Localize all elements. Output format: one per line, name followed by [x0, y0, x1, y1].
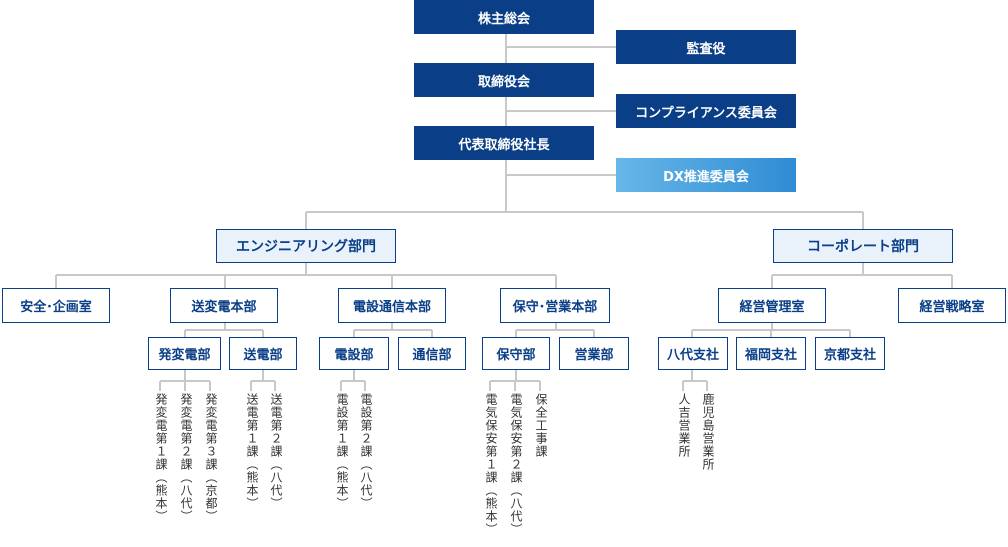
safety-planning-office-box: 安全･企画室	[2, 288, 110, 323]
unit-label: 鹿児島営業所	[701, 393, 715, 471]
communication-dept-box: 通信部	[398, 337, 466, 370]
unit-label: 送電第１課（熊本）	[245, 393, 259, 510]
fukuoka-branch-box: 福岡支社	[736, 337, 806, 370]
corporate-division-box: コーポレート部門	[773, 229, 953, 263]
board-box: 取締役会	[414, 63, 594, 97]
kyoto-branch-box: 京都支社	[815, 337, 885, 370]
unit-label: 送電第２課（八代）	[269, 393, 283, 510]
auditor-box: 監査役	[616, 30, 796, 64]
unit-label: 電設第１課（熊本）	[335, 393, 349, 510]
sales-dept-box: 営業部	[559, 337, 629, 370]
unit-label: 電気保安第２課（八代）	[509, 393, 523, 536]
unit-label: 人吉営業所	[677, 393, 691, 458]
engineering-division-box: エンジニアリング部門	[216, 229, 396, 263]
unit-label: 保全工事課	[534, 393, 548, 458]
electrical-dept-box: 電設部	[319, 337, 389, 370]
management-office-box: 経営管理室	[718, 288, 826, 323]
telecom-hq-box: 電設通信本部	[338, 288, 446, 323]
substation-dept-box: 発変電部	[148, 337, 221, 370]
dx-committee-box: DX推進委員会	[616, 158, 796, 192]
shareholders-box: 株主総会	[414, 0, 594, 34]
maintenance-dept-box: 保守部	[482, 337, 550, 370]
compliance-box: コンプライアンス委員会	[616, 94, 796, 128]
unit-label: 発変電第３課（京都）	[204, 393, 218, 523]
transmission-hq-box: 送変電本部	[170, 288, 278, 323]
maintenance-sales-hq-box: 保守･営業本部	[500, 288, 610, 323]
unit-label: 発変電第２課（八代）	[179, 393, 193, 523]
transmission-dept-box: 送電部	[229, 337, 297, 370]
president-box: 代表取締役社長	[414, 126, 594, 160]
unit-label: 発変電第１課（熊本）	[154, 393, 168, 523]
unit-label: 電気保安第１課（熊本）	[484, 393, 498, 536]
strategy-office-box: 経営戦略室	[898, 288, 1006, 323]
unit-label: 電設第２課（八代）	[359, 393, 373, 510]
yatsushiro-branch-box: 八代支社	[658, 337, 728, 370]
